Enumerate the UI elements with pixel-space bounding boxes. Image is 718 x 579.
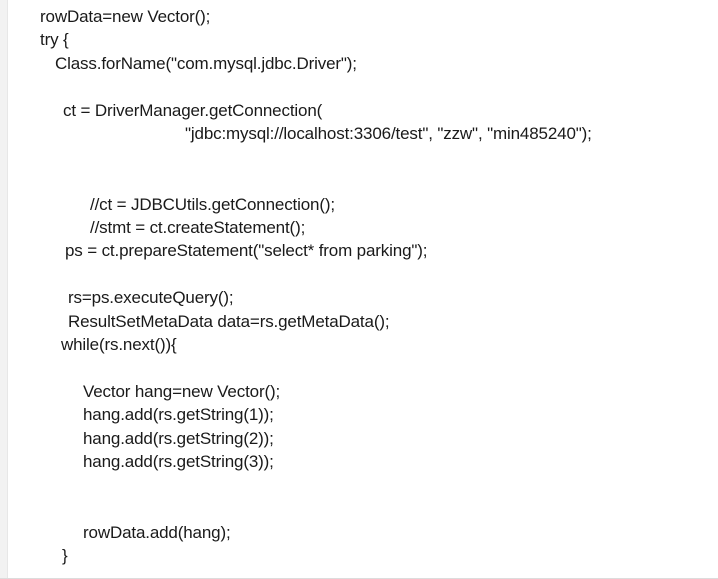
code-line [0, 169, 718, 192]
code-line: Vector hang=new Vector(); [83, 382, 281, 401]
code-line [0, 497, 718, 520]
code-line [0, 146, 718, 169]
code-line: while(rs.next()){ [61, 335, 177, 355]
code-line: ResultSetMetaData data=rs.getMetaData(); [68, 311, 390, 331]
code-line: hang.add(rs.getString(2)); [83, 428, 274, 448]
code-line: "jdbc:mysql://localhost:3306/test", "zzw… [185, 124, 592, 144]
code-line [0, 263, 718, 286]
code-line: //stmt = ct.createStatement(); [90, 217, 306, 237]
code-line: rowData=new Vector(); [40, 7, 211, 26]
code-line: try { [40, 30, 69, 50]
code-line: rs=ps.executeQuery(); [68, 288, 234, 308]
code-line: hang.add(rs.getString(1)); [83, 405, 274, 425]
code-line [0, 474, 718, 497]
code-line: Class.forName("com.mysql.jdbc.Driver"); [55, 53, 357, 73]
code-line: hang.add(rs.getString(3)); [83, 452, 274, 472]
code-line: ps = ct.prepareStatement("select* from p… [65, 241, 428, 261]
code-area: rowData=new Vector(); try { Class.forName(… [0, 5, 718, 568]
code-line [0, 75, 718, 98]
code-line: ct = DriverManager.getConnection( [63, 100, 323, 120]
window-left-edge-strip [0, 0, 8, 579]
code-line: } [62, 546, 68, 566]
code-line [0, 357, 718, 380]
code-line: //ct = JDBCUtils.getConnection(); [90, 194, 335, 214]
code-line: rowData.add(hang); [83, 522, 231, 542]
